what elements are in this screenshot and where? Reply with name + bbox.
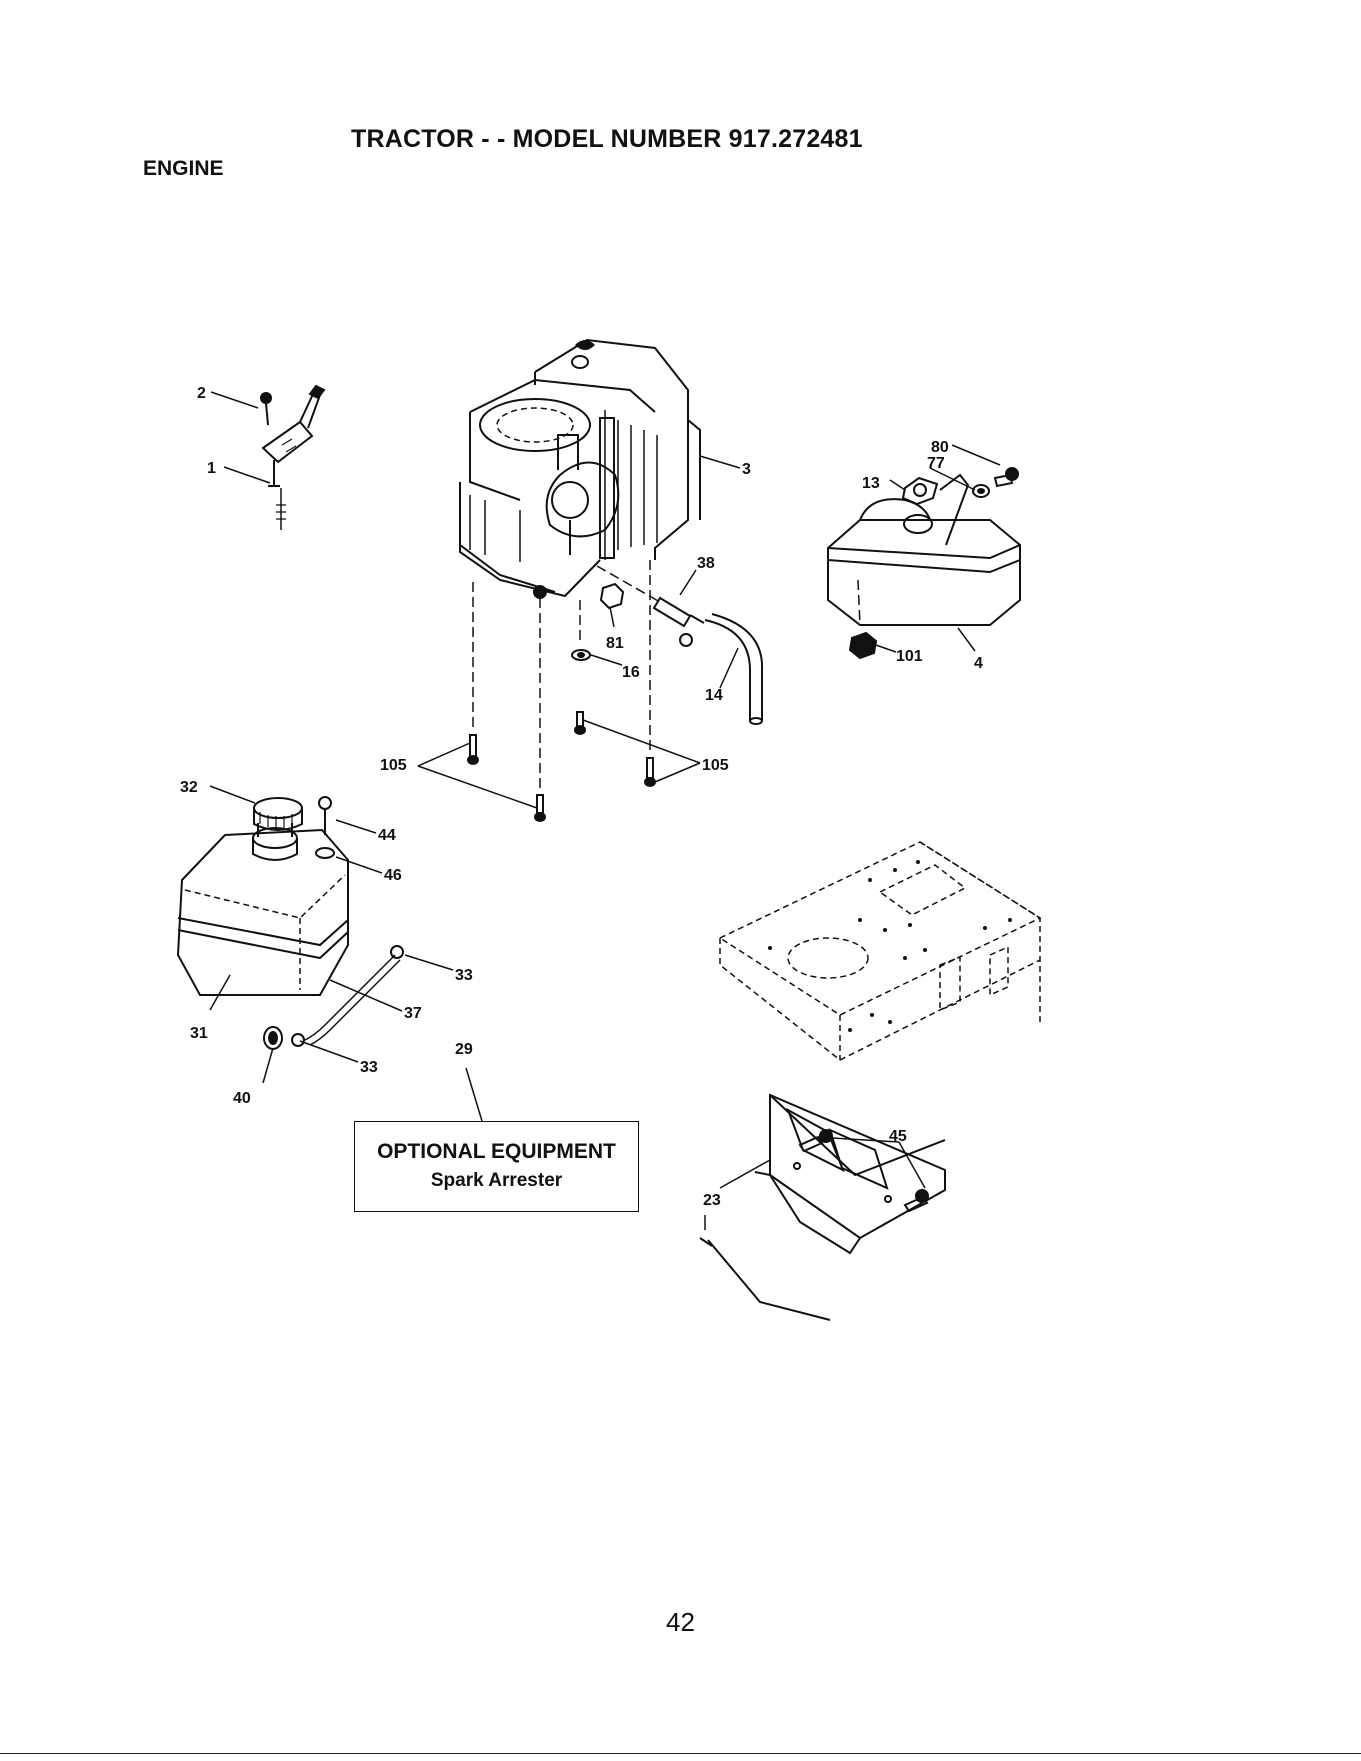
callout-105-right: 105: [702, 757, 729, 774]
engine-bolt-part: [468, 712, 655, 821]
optional-equipment-subtitle: Spark Arrester: [355, 1170, 638, 1192]
callout-44: 44: [378, 827, 396, 844]
callout-101: 101: [896, 648, 923, 665]
muffler-screw-part: [995, 468, 1018, 486]
muffler-nut-part: [850, 633, 876, 658]
callout-13: 13: [862, 475, 880, 492]
fuel-hose-part: [705, 614, 762, 724]
spark-arrester-shield-part: [700, 1095, 945, 1320]
throttle-screw-part: [261, 393, 271, 425]
callout-16: 16: [622, 664, 640, 681]
callout-32: 32: [180, 779, 198, 796]
callout-46: 46: [384, 867, 402, 884]
bushing-part: [264, 1027, 282, 1049]
callout-45: 45: [889, 1128, 907, 1145]
lock-washer-part: [973, 485, 989, 497]
callout-2: 2: [197, 385, 206, 402]
callout-81: 81: [606, 635, 624, 652]
callout-numbers: 2 1 3 4 13 14 16 81 38 77 80 101 105 105…: [180, 385, 983, 1209]
exhaust-gasket-part: [903, 478, 937, 504]
callout-29: 29: [455, 1041, 473, 1058]
callout-4: 4: [974, 655, 983, 672]
callout-77: 77: [927, 455, 945, 472]
page-number: 42: [0, 1607, 1361, 1638]
frame-holes: [768, 860, 1012, 1032]
bottom-rule: [0, 1753, 1361, 1754]
engine-part: [460, 340, 700, 598]
callout-105-left: 105: [380, 757, 407, 774]
mounting-guide-lines: [473, 560, 860, 792]
optional-equipment-box: OPTIONAL EQUIPMENT Spark Arrester: [354, 1121, 639, 1212]
callout-38: 38: [697, 555, 715, 572]
optional-equipment-title: OPTIONAL EQUIPMENT: [355, 1140, 638, 1164]
callout-37: 37: [404, 1005, 422, 1022]
nut-part: [601, 584, 623, 608]
muffler-part: [828, 475, 1020, 625]
callout-23: 23: [703, 1192, 721, 1209]
callout-33-upper: 33: [455, 967, 473, 984]
fuel-filter-part: [654, 598, 704, 646]
callout-40: 40: [233, 1090, 251, 1107]
callout-31: 31: [190, 1025, 208, 1042]
callout-1: 1: [207, 460, 216, 477]
fuel-line-part: [305, 955, 400, 1045]
washer-part: [572, 650, 590, 660]
callout-3: 3: [742, 461, 751, 478]
tractor-frame-reference: [720, 842, 1040, 1060]
throttle-control-part: [263, 386, 324, 530]
callout-14: 14: [705, 687, 723, 704]
fuel-cap-part: [254, 798, 302, 830]
callout-33-lower: 33: [360, 1059, 378, 1076]
callout-80: 80: [931, 439, 949, 456]
tank-washer-part: [316, 848, 334, 858]
